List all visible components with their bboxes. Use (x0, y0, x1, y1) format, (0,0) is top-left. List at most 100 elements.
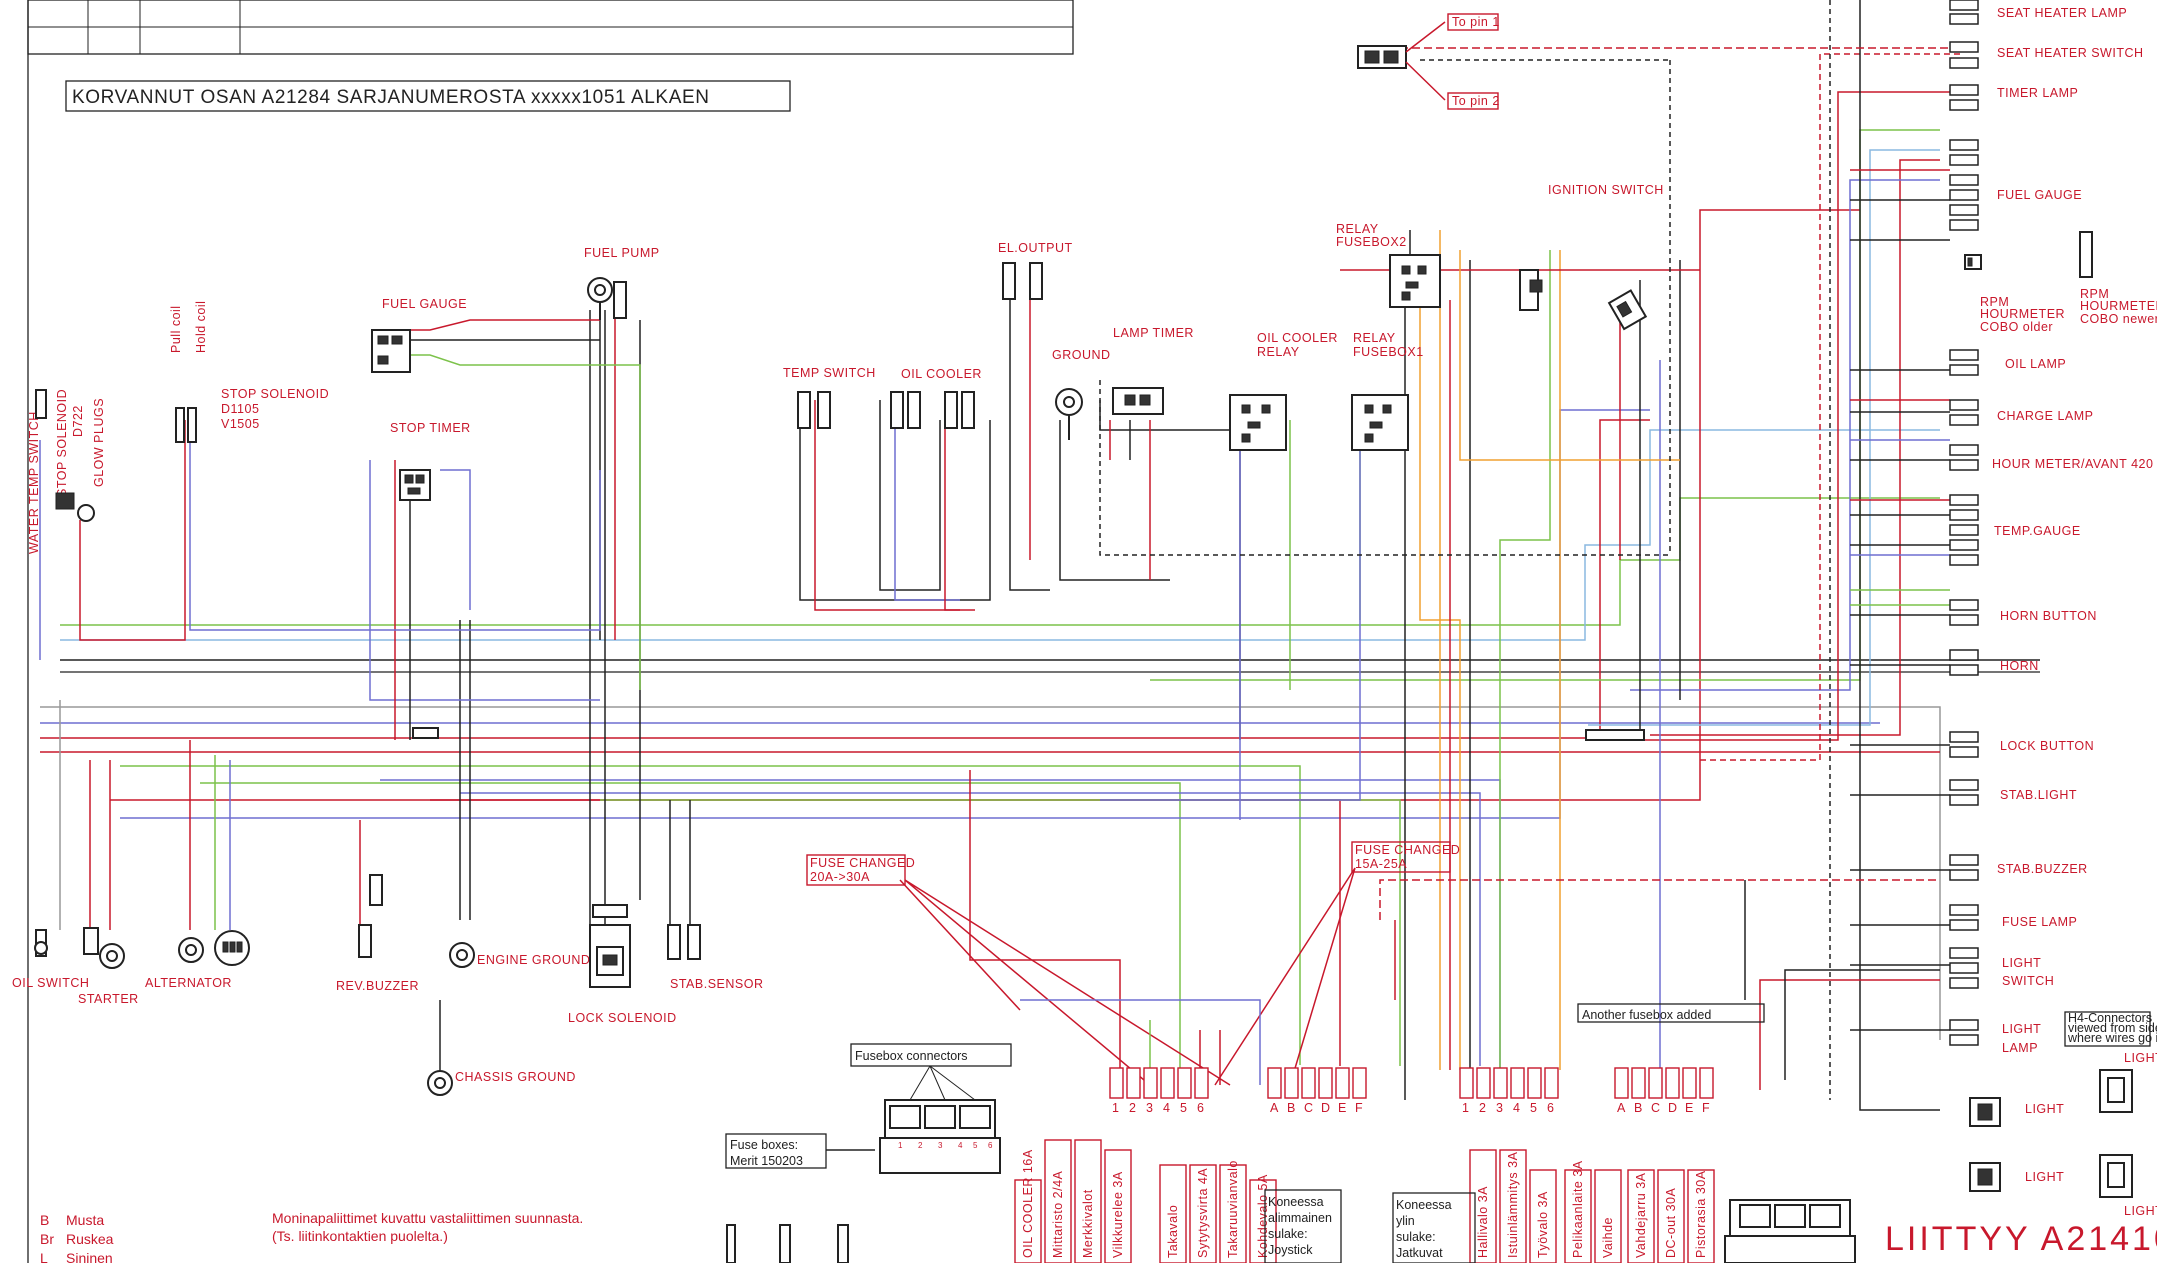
fuse-group-3-labels: 1 2 3 4 5 6 (1462, 1101, 1554, 1115)
note-fuse-boxes-2: Merit 150203 (730, 1154, 803, 1168)
pin-connector: To pin 1 To pin 2 (1357, 13, 1500, 110)
label-starter: STARTER (78, 992, 139, 1006)
svg-text:5: 5 (1530, 1101, 1537, 1115)
label-relay-fusebox2-1: RELAY (1336, 222, 1379, 236)
svg-text:20A->30A: 20A->30A (810, 870, 870, 884)
starter (83, 927, 125, 969)
svg-text:3: 3 (1496, 1101, 1503, 1115)
h4-connector-light-1: LIGHT (2099, 1051, 2157, 1113)
svg-text:2: 2 (918, 1141, 923, 1150)
note-koneessa-alin-2: alimmainen (1268, 1211, 1332, 1225)
label-relay-fusebox1-2: FUSEBOX1 (1353, 345, 1424, 359)
right-label-oil-lamp: OIL LAMP (2005, 357, 2066, 371)
note-moninapa-2: (Ts. liitinkontaktien puolelta.) (272, 1228, 448, 1244)
water-temp-switch (35, 389, 47, 419)
light-plug-1 (1969, 1097, 2001, 1127)
label-lock-solenoid: LOCK SOLENOID (568, 1011, 677, 1025)
svg-text:RPM: RPM (2080, 287, 2109, 301)
svg-text:LIGHT: LIGHT (2124, 1051, 2157, 1065)
svg-text:Sininen: Sininen (66, 1250, 113, 1263)
note-koneessa-ylin-2: ylin (1396, 1214, 1415, 1228)
fuel-pump (587, 277, 627, 320)
footer-code: LIITTYY A21410 (1885, 1220, 2157, 1258)
rev-buzzer (358, 874, 383, 958)
svg-text:A: A (1617, 1101, 1626, 1115)
fuse-group-1-labels: 1 2 3 4 5 6 (1112, 1101, 1204, 1115)
relay-fusebox2 (1389, 254, 1441, 308)
svg-text:B: B (1634, 1101, 1643, 1115)
right-label-horn-button: HORN BUTTON (2000, 609, 2097, 623)
svg-text:Pelikaanlaite 3A: Pelikaanlaite 3A (1571, 1160, 1585, 1258)
stop-solenoid-d722 (55, 492, 95, 522)
label-alternator: ALTERNATOR (145, 976, 232, 990)
pin1-label: To pin 1 (1452, 15, 1500, 29)
label-oil-cooler-relay-1: OIL COOLER (1257, 331, 1338, 345)
svg-text:Merkkivalot: Merkkivalot (1081, 1189, 1095, 1258)
svg-text:B: B (1287, 1101, 1296, 1115)
connector-stack (1949, 0, 1979, 1046)
label-stop-solenoid-d722-1: STOP SOLENOID (55, 389, 69, 497)
h4-note-line2: viewed from side (2068, 1021, 2157, 1035)
svg-text:E: E (1338, 1101, 1347, 1115)
label-pull-coil: Pull coil (169, 305, 183, 353)
note-koneessa-alin-4: Joystick (1268, 1243, 1313, 1257)
stab-sensor (667, 924, 701, 960)
right-label-light-3: LIGHT (2025, 1102, 2064, 1116)
fuse-connector-group-3 (1459, 1067, 1559, 1099)
rpm-hourmeter-newer: RPM HOURMETER COBO newer (2079, 231, 2157, 326)
svg-text:Pistorasia 30A: Pistorasia 30A (1694, 1170, 1708, 1258)
svg-text:15A-25A: 15A-25A (1355, 857, 1407, 871)
svg-text:COBO older: COBO older (1980, 320, 2053, 334)
note-another-fusebox: Another fusebox added (1582, 1008, 1711, 1022)
svg-text:HOURMETER: HOURMETER (1980, 307, 2065, 321)
label-engine-ground: ENGINE GROUND (477, 953, 590, 967)
fuse-changed-note-1: FUSE CHANGED 20A->30A (806, 854, 915, 886)
svg-text:DC-out 30A: DC-out 30A (1664, 1188, 1678, 1258)
svg-text:E: E (1685, 1101, 1694, 1115)
right-connector-column: SEAT HEATER LAMP SEAT HEATER SWITCH TIME… (1949, 0, 2153, 1184)
label-relay-fusebox2-2: FUSEBOX2 (1336, 235, 1407, 249)
fuel-gauge-connector (371, 329, 411, 373)
note-koneessa-alin-3: sulake: (1268, 1227, 1308, 1241)
svg-text:Ruskea: Ruskea (66, 1231, 114, 1247)
svg-text:Sytytysvirta 4A: Sytytysvirta 4A (1196, 1168, 1210, 1258)
svg-text:Vahdejarru 3A: Vahdejarru 3A (1634, 1172, 1648, 1258)
svg-text:F: F (1355, 1101, 1363, 1115)
wires (39, 0, 2040, 1111)
svg-text:5: 5 (1180, 1101, 1187, 1115)
fuse-changed-note-2: FUSE CHANGED 15A-25A (1351, 841, 1460, 873)
label-oil-cooler: OIL COOLER (901, 367, 982, 381)
h4-note-line3: where wires go in (2067, 1031, 2157, 1045)
label-stop-solenoid-2: D1105 (221, 402, 259, 416)
right-label-temp-gauge: TEMP.GAUGE (1994, 524, 2081, 538)
svg-text:2: 2 (1479, 1101, 1486, 1115)
svg-text:D: D (1321, 1101, 1331, 1115)
right-label-lamp: LAMP (2002, 1041, 2038, 1055)
right-label-light-2: LIGHT (2002, 1022, 2041, 1036)
label-fuel-gauge: FUEL GAUGE (382, 297, 467, 311)
svg-text:Työvalo 3A: Työvalo 3A (1536, 1191, 1550, 1258)
relay-fusebox1 (1351, 394, 1409, 451)
temp-switch-connector (797, 391, 831, 429)
right-label-stab-light: STAB.LIGHT (2000, 788, 2077, 802)
fuse-box-ratings: 1 2 3 4 5 6 (898, 1141, 993, 1150)
label-rev-buzzer: REV.BUZZER (336, 979, 419, 993)
label-stab-sensor: STAB.SENSOR (670, 977, 763, 991)
note-koneessa-ylin-4: Jatkuvat (1396, 1246, 1443, 1260)
right-label-hour-meter: HOUR METER/AVANT 420 (1992, 457, 2153, 471)
label-lamp-timer: LAMP TIMER (1113, 326, 1194, 340)
right-label-fuel-gauge: FUEL GAUGE (1997, 188, 2082, 202)
fuse-group-2-labels: A B C D E F (1270, 1101, 1363, 1115)
svg-text:4: 4 (958, 1141, 963, 1150)
ground-terminal (1055, 388, 1083, 440)
right-label-horn: HORN (2000, 659, 2039, 673)
label-ignition-switch: IGNITION SWITCH (1548, 183, 1664, 197)
label-chassis-ground: CHASSIS GROUND (455, 1070, 576, 1084)
lock-solenoid (589, 904, 631, 988)
svg-text:6: 6 (1547, 1101, 1554, 1115)
svg-text:Vilkkurelee 3A: Vilkkurelee 3A (1111, 1171, 1125, 1258)
h4-note-line1: H4-Connectors (2068, 1011, 2152, 1025)
note-fuse-boxes-1: Fuse boxes: (730, 1138, 798, 1152)
color-legend: B Musta Br Ruskea L Sininen (40, 1212, 114, 1263)
svg-text:1: 1 (898, 1141, 903, 1150)
